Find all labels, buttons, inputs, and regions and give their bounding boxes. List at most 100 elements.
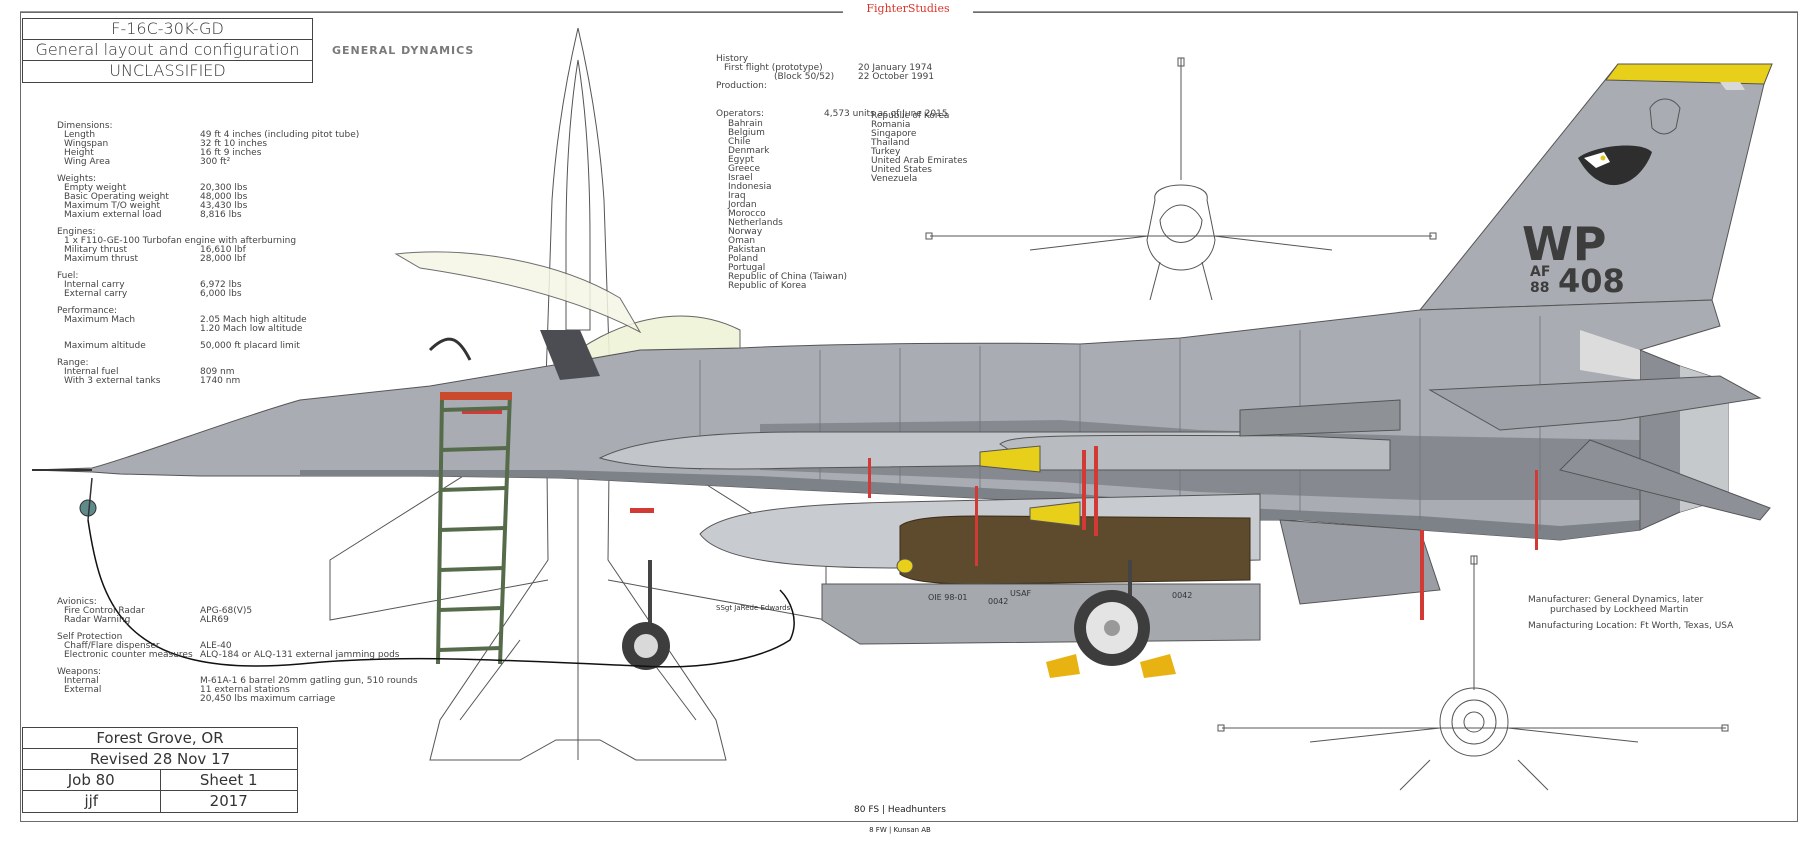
spec-value: M-61A-1 6 barrel 20mm gatling gun, 510 r… <box>200 676 418 686</box>
manufacturer-line-3: Manufacturing Location: Ft Worth, Texas,… <box>1528 621 1734 631</box>
operator-item: Israel <box>728 173 753 183</box>
spec-key: Radar Warning <box>64 615 131 625</box>
spec-row: Maximum altitude 50,000 ft placard limit <box>57 342 437 351</box>
horizontal-stabilizer <box>1428 375 1762 431</box>
spec-row: Chaff/Flare dispenser ALE-40 <box>57 642 457 651</box>
spec-row: Wing Area 300 ft² <box>57 158 437 167</box>
spec-key: 1 x F110-GE-100 Turbofan engine with aft… <box>64 236 297 246</box>
tail-code: WP <box>1522 217 1606 271</box>
spec-key: Internal fuel <box>64 367 119 377</box>
spec-value: 809 nm <box>200 367 235 377</box>
spec-row: Maxium external load 8,816 lbs <box>57 211 437 220</box>
store-c-label: USAF <box>1010 589 1032 598</box>
spec-value: 1.20 Mach low altitude <box>200 324 303 334</box>
spec-key: Fire Control Radar <box>64 606 145 616</box>
rear-view-lineart <box>1217 555 1729 791</box>
operator-item: Oman <box>728 236 756 246</box>
spec-value: ALR69 <box>200 615 229 625</box>
spec-row: External carry 6,000 lbs <box>57 290 437 299</box>
spec-value: 32 ft 10 inches <box>200 139 268 149</box>
spec-value: 11 external stations <box>200 685 290 695</box>
spec-key: Maximum T/O weight <box>64 201 161 211</box>
manufacturer-info: Manufacturer: General Dynamics, later pu… <box>1528 595 1788 631</box>
spec-key: Basic Operating weight <box>64 192 169 202</box>
title-block: F-16C-30K-GD General layout and configur… <box>22 18 313 83</box>
ventral-fin <box>1559 439 1771 521</box>
operators-heading: Operators: <box>716 109 765 119</box>
spec-group: Maximum altitude 50,000 ft placard limit <box>57 342 437 351</box>
history-value: 20 January 1974 <box>858 63 933 73</box>
spec-key: External carry <box>64 289 128 299</box>
spec-value: 20,300 lbs <box>200 183 248 193</box>
spec-key: Maxium external load <box>64 210 162 220</box>
job-text: Job 80 <box>67 771 115 789</box>
spec-value: 300 ft² <box>200 157 231 167</box>
spec-value: 8,816 lbs <box>200 210 242 220</box>
spec-value: 28,000 lbf <box>200 254 246 264</box>
spec-value: ALE-40 <box>200 641 232 651</box>
operators-section: Operators:4,573 units as of June 2015 Ba… <box>716 109 1016 291</box>
store-d-label: 0042 <box>1172 591 1192 600</box>
spec-key: Electronic counter measures <box>64 650 193 660</box>
underwing-stores <box>462 399 1538 645</box>
operator-item: United States <box>871 165 932 175</box>
store-b-label: 0042 <box>988 597 1008 606</box>
title-designation: F-16C-30K-GD <box>23 19 312 40</box>
spec-value: 20,450 lbs maximum carriage <box>200 694 336 704</box>
boarding-ladder <box>436 392 512 665</box>
operator-item: Singapore <box>871 129 917 139</box>
front-view-lineart <box>925 57 1437 301</box>
spec-heading: Self Protection <box>57 632 123 642</box>
spec-value: 6,972 lbs <box>200 280 242 290</box>
history-section: History First flight (prototype)20 Janua… <box>716 55 1016 91</box>
operator-item: Denmark <box>728 146 770 156</box>
operator-item: Thailand <box>871 138 910 148</box>
operator-item: Bahrain <box>728 119 763 129</box>
revised-text: Revised 28 Nov 17 <box>89 750 231 768</box>
operator-item: Iraq <box>728 191 746 201</box>
spec-key: Height <box>64 148 94 158</box>
title-description: General layout and configuration <box>23 40 312 61</box>
spec-key: Wing Area <box>64 157 111 167</box>
operator-item: Turkey <box>871 147 901 157</box>
manufacturer-line-1: Manufacturer: General Dynamics, later <box>1528 595 1704 605</box>
operator-item: Netherlands <box>728 218 783 228</box>
spec-heading: Avionics: <box>57 597 97 607</box>
spec-key: Internal carry <box>64 280 125 290</box>
spec-heading: Range: <box>57 358 89 368</box>
spec-row: Internal carry 6,972 lbs <box>57 281 437 290</box>
spec-value: 6,000 lbs <box>200 289 242 299</box>
spec-key: Maximum altitude <box>64 341 146 351</box>
spec-row: Military thrust 16,610 lbf <box>57 246 437 255</box>
spec-key: Chaff/Flare dispenser <box>64 641 160 651</box>
spec-key: Military thrust <box>64 245 128 255</box>
spec-row: Radar Warning ALR69 <box>57 616 457 625</box>
spec-heading: Performance: <box>57 306 118 316</box>
spec-value: 50,000 ft placard limit <box>200 341 300 351</box>
operator-item: Jordan <box>728 200 757 210</box>
spec-key: Length <box>64 130 96 140</box>
spec-value: 16,610 lbf <box>200 245 246 255</box>
spec-value: 2.05 Mach high altitude <box>200 315 307 325</box>
operator-item: Poland <box>728 254 759 264</box>
history-key: (Block 50/52) <box>774 72 835 82</box>
spec-key: Internal <box>64 676 99 686</box>
spec-row: 1.20 Mach low altitude <box>57 325 437 334</box>
manufacturer-line-2: purchased by Lockheed Martin <box>1550 605 1689 615</box>
